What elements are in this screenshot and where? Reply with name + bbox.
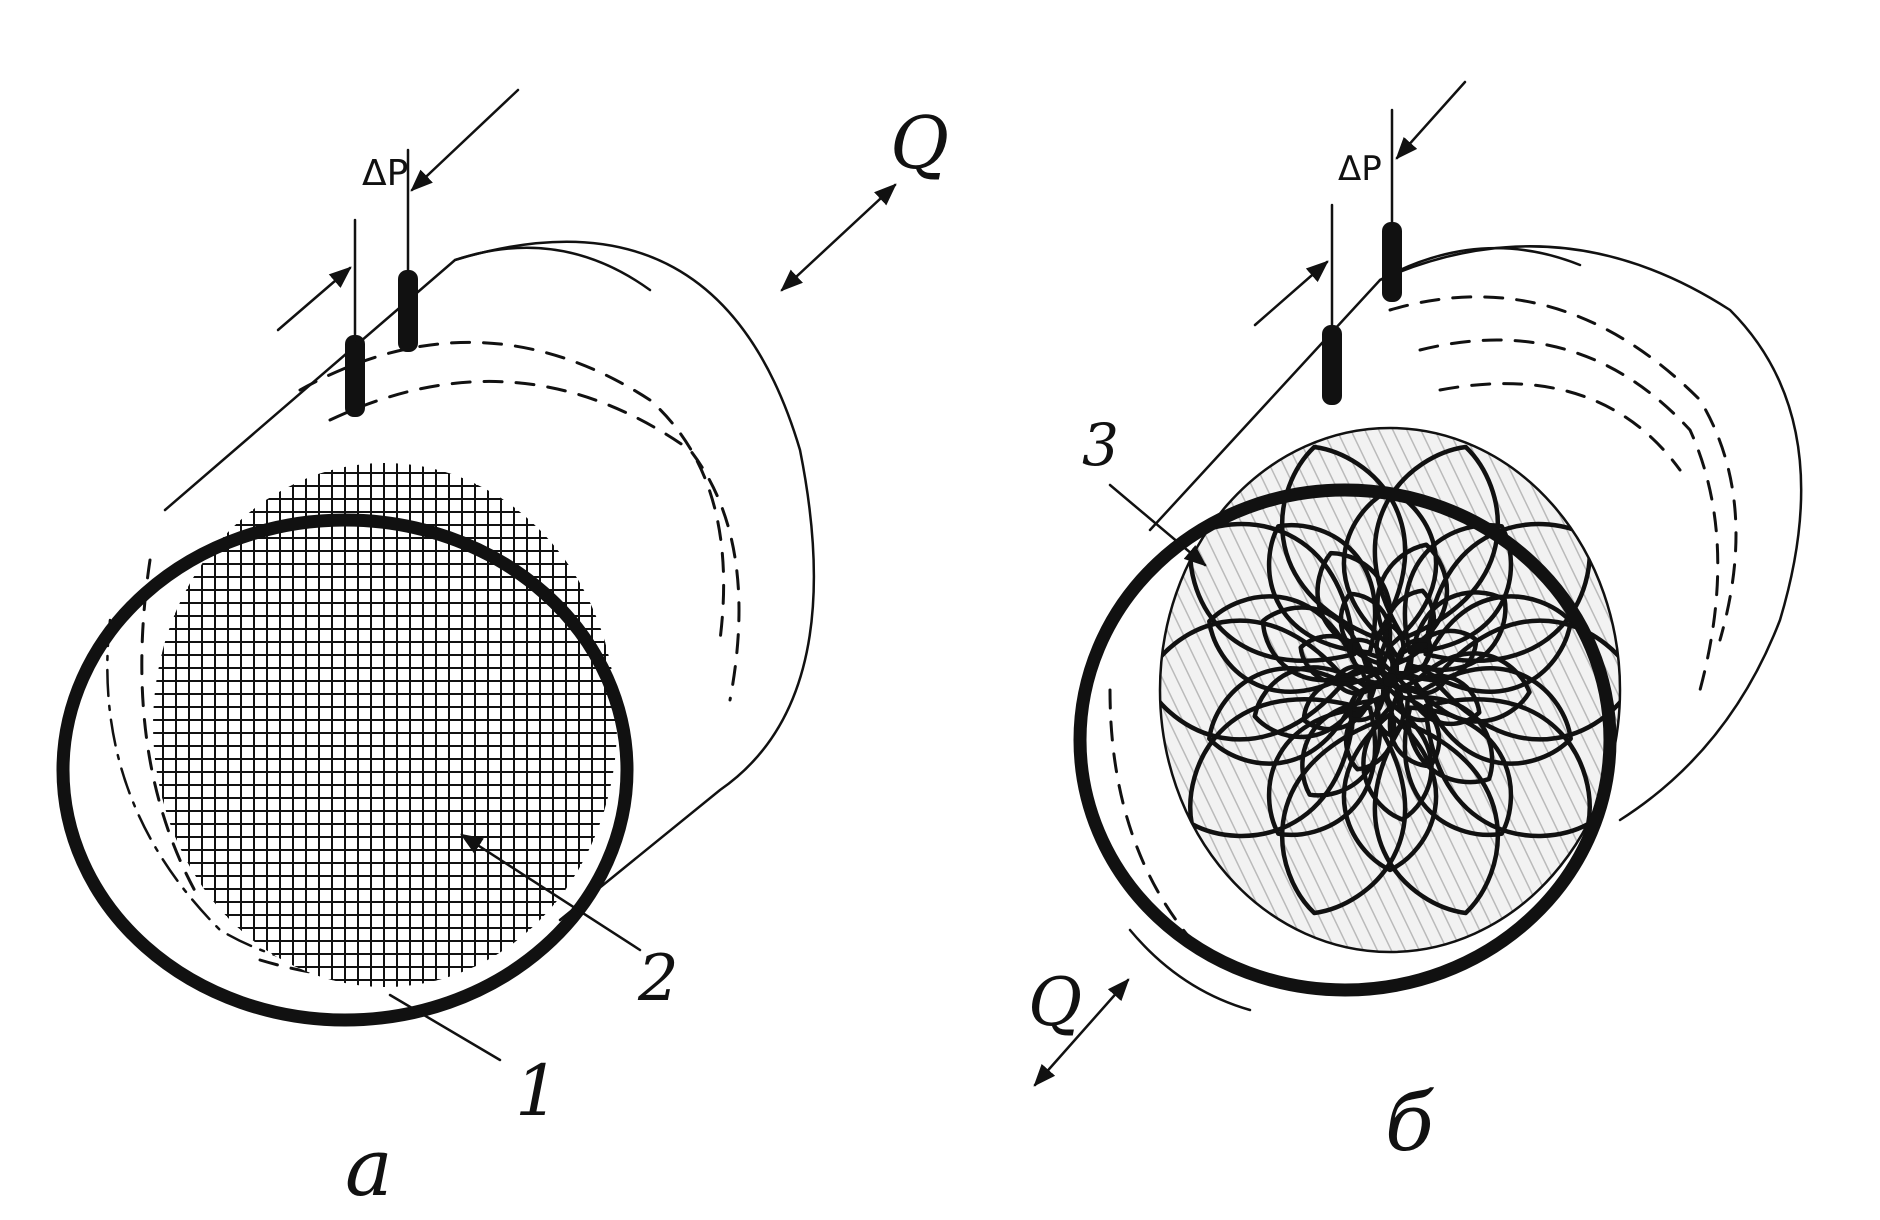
flow-arrow-a — [780, 183, 897, 292]
pressure-tap-b-rear — [1382, 222, 1402, 302]
flow-label-a: Q — [890, 101, 949, 185]
caption-a: а — [345, 1121, 393, 1214]
pressure-tap-b-front — [1322, 325, 1342, 405]
pressure-tap-a-rear — [398, 270, 418, 352]
cylinder-b-body — [1108, 245, 1803, 1012]
cylinder-a-rim — [56, 513, 634, 1027]
dp-label-b: ΔP — [1338, 149, 1382, 189]
cylinder-b-rim — [1073, 483, 1617, 997]
pressure-tap-a-front — [345, 335, 365, 417]
caption-b: б — [1385, 1076, 1435, 1169]
figure-b: ΔP Q 3 б — [1028, 80, 1803, 1169]
rosette-filter-b — [1160, 428, 1620, 952]
callout-1: 1 — [515, 1050, 560, 1132]
flow-arrow-b — [1033, 978, 1130, 1087]
flow-label-b: Q — [1028, 964, 1082, 1041]
figure-a: ΔP Q 2 1 а — [56, 88, 949, 1214]
dp-label-a: ΔP — [362, 153, 408, 194]
callout-3: 3 — [1082, 411, 1119, 479]
callout-2: 2 — [637, 942, 679, 1016]
